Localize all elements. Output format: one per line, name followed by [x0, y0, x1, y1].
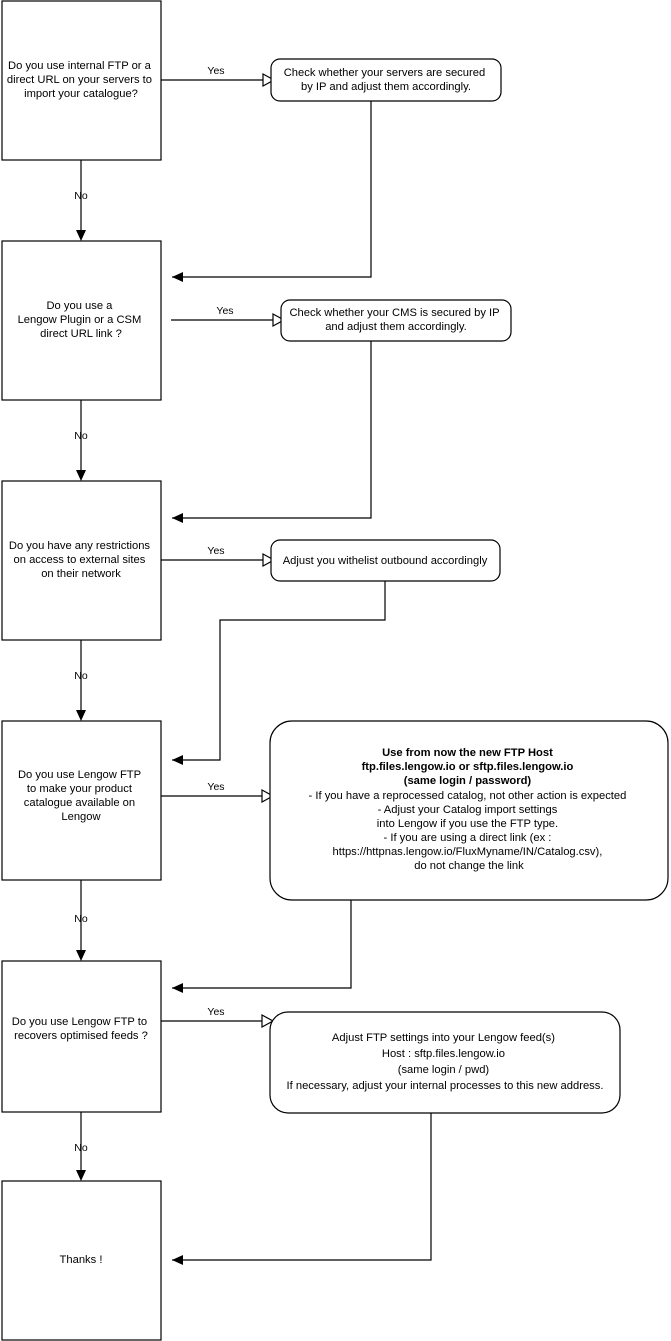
edge-a2-to-q3	[172, 340, 372, 523]
node-question-internal-ftp[interactable]: Do you use internal FTP or a direct URL …	[1, 0, 162, 161]
edge-label-yes-1: Yes	[207, 65, 224, 77]
node-action-adjust-ftp-settings-label: Adjust FTP settings into your Lengow fee…	[287, 1032, 604, 1092]
node-question-lengow-plugin-label: Do you use a Lengow Plugin or a CSM dire…	[18, 300, 145, 340]
edge-label-no-4: No	[74, 913, 88, 925]
edge-a5-to-end	[172, 1113, 432, 1265]
edge-q1-yes	[161, 72, 276, 88]
node-action-whitelist-outbound[interactable]: Adjust you withelist outbound accordingl…	[270, 539, 501, 582]
node-question-lengow-ftp-catalogue[interactable]: Do you use Lengow FTP to make your produ…	[1, 720, 162, 881]
edge-q4-yes	[161, 788, 275, 804]
edge-label-yes-3: Yes	[207, 545, 224, 557]
edge-a3-to-q4	[172, 581, 386, 765]
edge-label-yes-4: Yes	[207, 781, 224, 793]
edge-label-no-5: No	[74, 1142, 88, 1154]
node-question-internal-ftp-label: Do you use internal FTP or a direct URL …	[7, 60, 155, 100]
edge-a1-to-q2	[172, 101, 372, 282]
node-action-adjust-ftp-settings[interactable]: Adjust FTP settings into your Lengow fee…	[269, 1011, 621, 1114]
node-end-thanks[interactable]: Thanks !	[1, 1180, 162, 1341]
edge-q4-no	[76, 880, 86, 961]
node-question-network-restrictions[interactable]: Do you have any restrictions on access t…	[1, 480, 162, 641]
edge-q2-no	[76, 400, 86, 481]
node-action-secure-servers[interactable]: Check whether your servers are secured b…	[270, 58, 502, 102]
node-question-lengow-plugin[interactable]: Do you use a Lengow Plugin or a CSM dire…	[1, 240, 162, 401]
node-action-new-ftp-host-label: Use from now the new FTP Host ftp.files.…	[309, 747, 630, 872]
edge-q5-yes	[161, 1013, 275, 1029]
edge-q5-no	[76, 1112, 86, 1181]
edge-label-no-1: No	[74, 190, 88, 202]
node-question-recover-optimised-feeds[interactable]: Do you use Lengow FTP to recovers optimi…	[1, 960, 162, 1113]
node-action-secure-cms[interactable]: Check whether your CMS is secured by IP …	[280, 299, 512, 342]
node-end-thanks-label: Thanks !	[60, 1254, 103, 1266]
edge-label-yes-2: Yes	[216, 305, 233, 317]
edge-q3-no	[76, 640, 86, 721]
edge-q1-no	[76, 160, 86, 241]
node-action-secure-cms-label: Check whether your CMS is secured by IP …	[289, 307, 502, 333]
node-action-new-ftp-host[interactable]: Use from now the new FTP Host ftp.files.…	[269, 720, 669, 901]
edge-label-no-3: No	[74, 670, 88, 682]
edge-label-no-2: No	[74, 430, 88, 442]
node-question-network-restrictions-label: Do you have any restrictions on access t…	[9, 540, 153, 580]
edge-q3-yes	[161, 552, 276, 568]
node-question-lengow-ftp-catalogue-label: Do you use Lengow FTP to make your produ…	[18, 769, 144, 823]
edge-a4-to-q5	[172, 900, 352, 993]
edge-label-yes-5: Yes	[207, 1006, 224, 1018]
node-question-recover-optimised-feeds-label: Do you use Lengow FTP to recovers optimi…	[12, 1016, 150, 1042]
node-action-secure-servers-label: Check whether your servers are secured b…	[284, 67, 489, 93]
node-action-whitelist-outbound-label: Adjust you withelist outbound accordingl…	[283, 555, 488, 567]
edge-q2-yes	[171, 312, 286, 328]
